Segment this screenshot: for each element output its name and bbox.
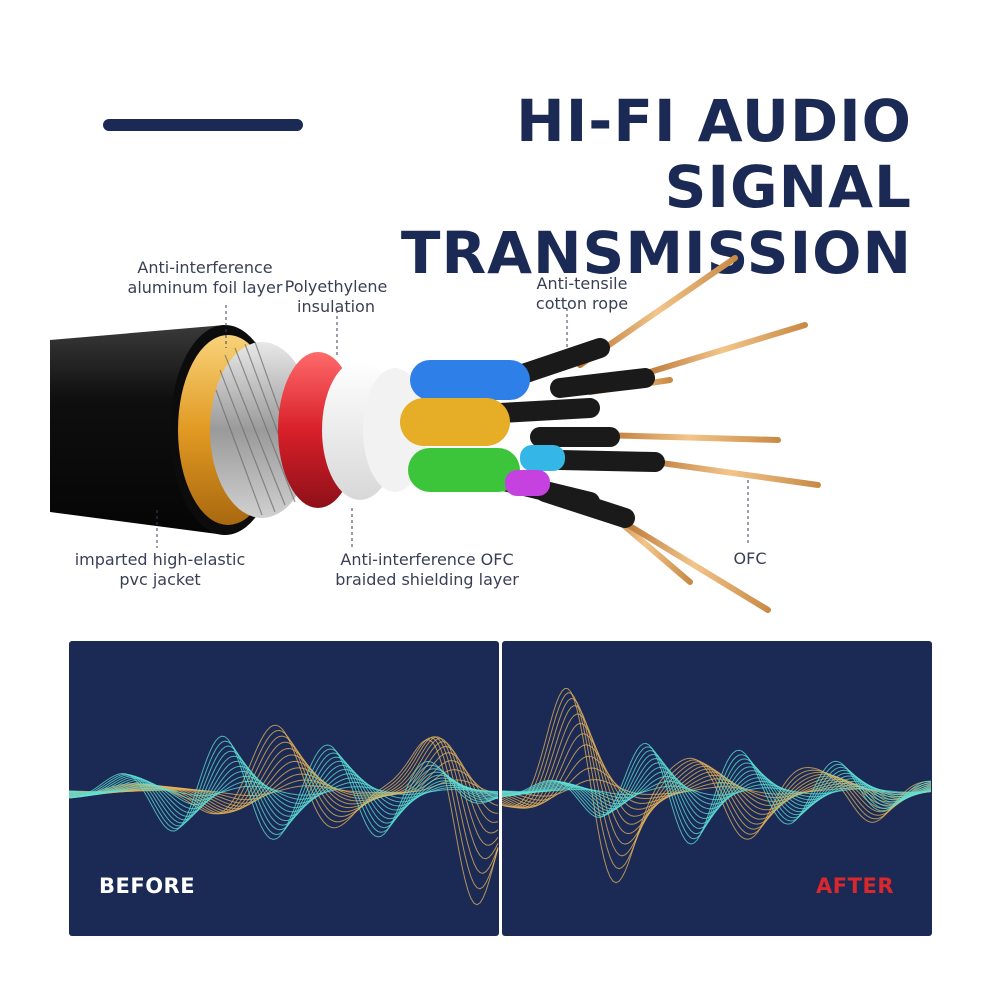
title-line-1: HI-FI AUDIO SIGNAL bbox=[516, 87, 912, 221]
label-cotton-rope: Anti-tensile cotton rope bbox=[535, 274, 629, 313]
title-accent-bar bbox=[103, 119, 303, 131]
green-core bbox=[408, 448, 520, 492]
blue-core bbox=[410, 360, 530, 400]
before-waveform bbox=[69, 724, 499, 906]
label-ofc: OFC bbox=[733, 549, 767, 568]
before-label: BEFORE bbox=[99, 874, 196, 898]
label-braided-shield: Anti-interference OFC braided shielding … bbox=[335, 550, 519, 589]
label-foil-layer: Anti-interference aluminum foil layer bbox=[127, 258, 283, 297]
label-pe-insulation: Polyethylene insulation bbox=[284, 277, 388, 316]
after-label: AFTER bbox=[816, 874, 894, 898]
cable-diagram: Anti-interference aluminum foil layer Po… bbox=[0, 230, 1000, 630]
label-pvc-jacket: imparted high-elastic pvc jacket bbox=[74, 550, 246, 589]
yellow-core bbox=[400, 398, 510, 446]
after-panel: AFTER bbox=[502, 641, 932, 936]
after-waveform bbox=[502, 687, 932, 884]
title-line-2: TRANSMISSION bbox=[400, 219, 912, 287]
page-title: HI-FI AUDIO SIGNAL TRANSMISSION bbox=[292, 88, 912, 286]
before-panel: BEFORE bbox=[69, 641, 499, 936]
cable-illustration bbox=[50, 255, 821, 613]
